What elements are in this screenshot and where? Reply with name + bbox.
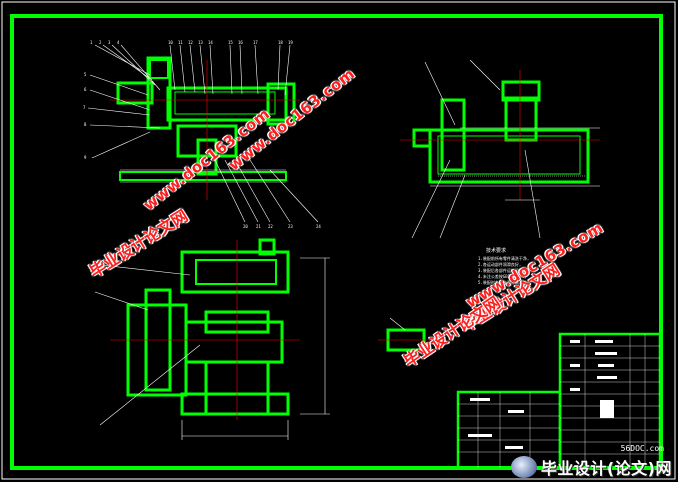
svg-text:2: 2 — [99, 40, 102, 45]
note-line: 3.装配后各部件运转灵活, — [478, 268, 526, 273]
brand-label: 毕业设计(论文)网 — [540, 459, 672, 478]
svg-text:3: 3 — [108, 40, 111, 45]
globe-icon — [510, 456, 537, 478]
note-line: 5.装配时各配合面涂润滑油, — [478, 280, 530, 285]
front-view-details — [87, 44, 319, 223]
svg-text:22: 22 — [268, 224, 273, 229]
svg-text:4: 4 — [117, 40, 120, 45]
svg-text:9: 9 — [84, 155, 87, 160]
svg-text:5: 5 — [84, 72, 87, 77]
svg-text:24: 24 — [316, 224, 321, 229]
side-view-details — [400, 59, 600, 239]
note-line: 4.未注公差按GB1804-79, — [478, 274, 527, 279]
svg-text:12: 12 — [188, 40, 193, 45]
svg-text:11: 11 — [178, 40, 183, 45]
note-line: 1.装配前所有零件清洗干净, — [478, 256, 530, 261]
technical-requirements-title: 技术要求 — [486, 248, 507, 254]
svg-text:13: 13 — [198, 40, 203, 45]
svg-text:15: 15 — [228, 40, 233, 45]
svg-text:19: 19 — [288, 40, 293, 45]
brand-site: 56DOC.com — [620, 444, 664, 453]
title-block-fill — [468, 340, 617, 449]
svg-text:20: 20 — [243, 224, 248, 229]
note-line: 2.各运动部件润滑良好, — [478, 262, 522, 267]
svg-text:6: 6 — [84, 87, 87, 92]
svg-text:7: 7 — [83, 105, 86, 110]
technical-requirements: 1.装配前所有零件清洗干净, 2.各运动部件润滑良好, 3.装配后各部件运转灵活… — [478, 256, 588, 286]
svg-text:16: 16 — [238, 40, 243, 45]
svg-text:10: 10 — [168, 40, 173, 45]
plan-view — [126, 238, 290, 416]
svg-text:21: 21 — [256, 224, 261, 229]
side-view — [412, 80, 590, 184]
svg-text:1: 1 — [90, 40, 93, 45]
inner-border — [10, 14, 663, 470]
title-block-grid — [458, 334, 660, 468]
svg-text:18: 18 — [278, 40, 283, 45]
site-brand: 56DOC.com 毕业设计(论文)网 — [510, 444, 672, 480]
svg-text:17: 17 — [253, 40, 258, 45]
plan-view-details — [91, 240, 330, 440]
svg-text:14: 14 — [208, 40, 213, 45]
svg-text:8: 8 — [84, 122, 87, 127]
svg-text:23: 23 — [288, 224, 293, 229]
